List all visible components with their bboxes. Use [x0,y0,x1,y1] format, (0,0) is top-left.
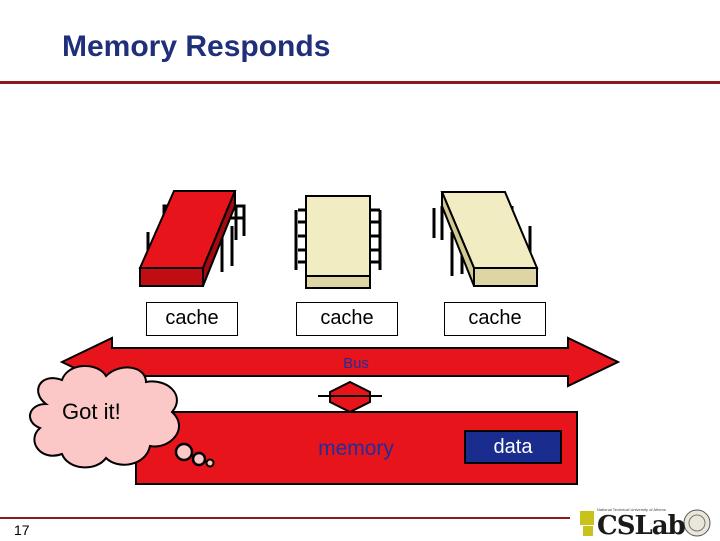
thought-cloud [29,364,215,469]
processor-chip-3 [432,191,539,287]
cache-box-1: cache [146,302,238,336]
cache-box-3: cache [444,302,546,336]
page-number: 17 [14,522,30,538]
data-box: data [464,430,562,464]
logo-mark-icon [580,509,711,537]
title-divider [0,81,720,84]
logo-tagline: National Technical University of Athens [597,507,666,512]
footer-divider [0,517,570,519]
cache-box-2: cache [296,302,398,336]
logo-name: CSLab [597,511,686,541]
processor-chip-2 [294,195,382,289]
processor-chip-1 [138,190,246,287]
bus-memory-connector [318,380,382,414]
thought-text: Got it! [62,399,121,424]
bus-label: Bus [343,355,369,372]
slide-title: Memory Responds [62,30,331,63]
memory-label: memory [318,437,394,460]
